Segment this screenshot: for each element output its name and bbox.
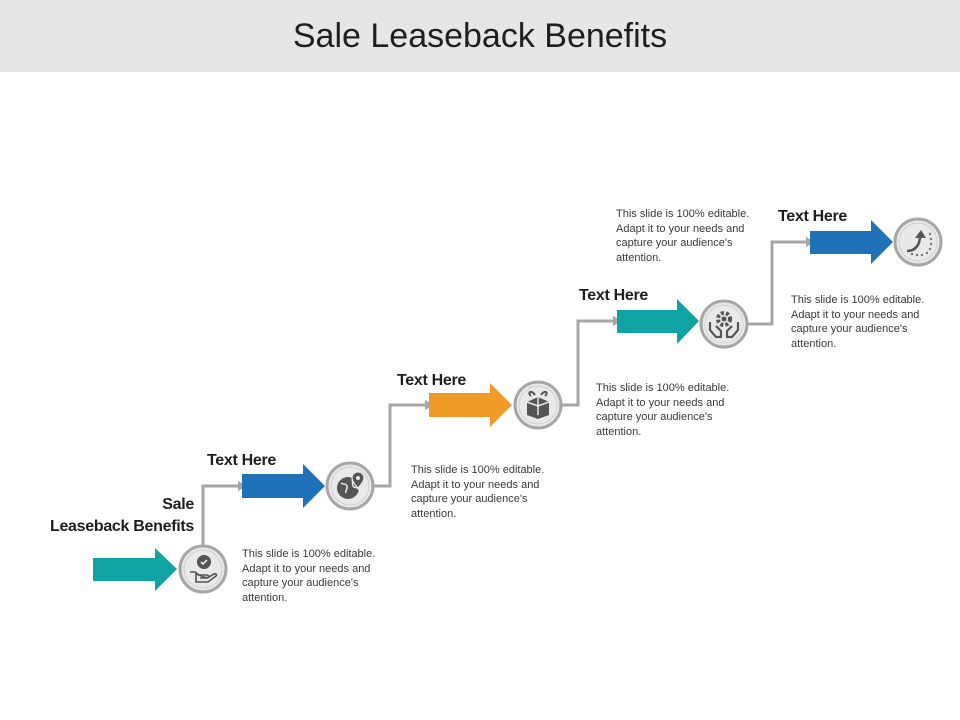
connector-arrowheads: [238, 237, 815, 491]
hands-gear-icon: [708, 311, 740, 339]
step-description-2: This slide is 100% editable. Adapt it to…: [411, 464, 545, 520]
step-arrow-4: [617, 299, 699, 344]
page-title: Sale Leaseback Benefits: [292, 16, 668, 55]
title-bar: Sale Leaseback Benefits: [0, 0, 960, 72]
step-heading-2: Text Here: [207, 452, 277, 469]
step-arrow-1: [93, 548, 177, 591]
step-arrow-5: [810, 220, 893, 264]
step-icon-4: [699, 299, 749, 349]
step-description-3: This slide is 100% editable. Adapt it to…: [596, 382, 730, 438]
step-heading-4: Text Here: [579, 287, 649, 304]
connector-2: [373, 403, 427, 488]
hand-badge-icon: [190, 555, 218, 583]
step-heading-3: Text Here: [397, 372, 467, 389]
globe-pin-icon: [337, 471, 365, 499]
step-description-5: This slide is 100% editable. Adapt it to…: [791, 294, 925, 350]
step-arrow-2: [242, 464, 325, 508]
connectors: [201, 240, 808, 548]
step-heading-5: Text Here: [778, 208, 848, 225]
start-label-line-2: Leaseback Benefits: [49, 518, 194, 535]
step-icon-3: [513, 380, 563, 430]
connector-4: [747, 240, 808, 326]
start-label-line-1: Sale: [162, 496, 194, 513]
growth-arrow-icon: [906, 230, 933, 257]
step-description-4: This slide is 100% editable. Adapt it to…: [616, 208, 750, 264]
connector-1: [201, 484, 240, 548]
step-arrow-3: [429, 383, 512, 427]
step-description-1: This slide is 100% editable. Adapt it to…: [242, 548, 376, 604]
connector-3: [561, 319, 615, 407]
step-icon-1: [178, 544, 228, 594]
start-label: Sale Leaseback Benefits: [0, 494, 194, 538]
step-icon-5: [893, 217, 943, 267]
gift-box-icon: [526, 390, 550, 419]
step-icon-2: [325, 461, 375, 511]
